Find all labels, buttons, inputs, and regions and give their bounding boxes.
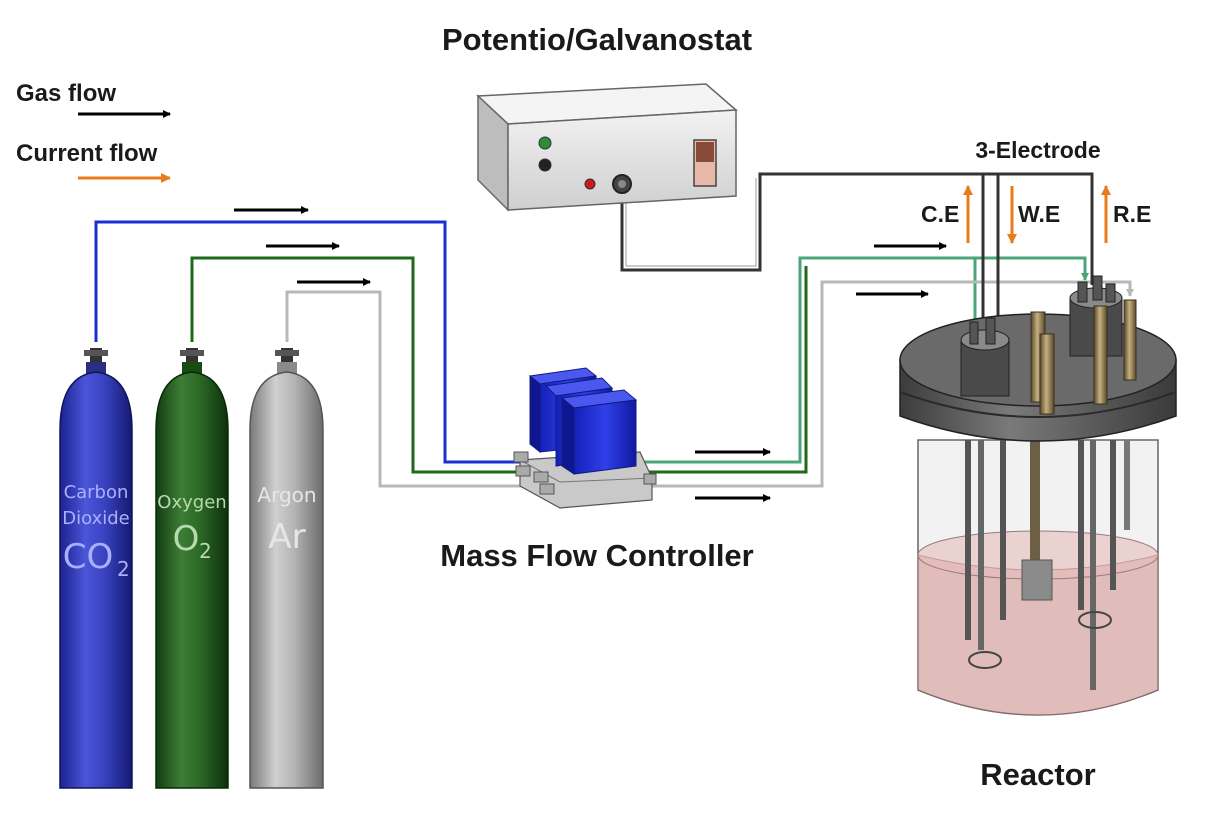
ar-formula: Ar bbox=[268, 517, 305, 557]
co2-name-line1: Carbon bbox=[64, 482, 129, 503]
o2-formula-subscript: 2 bbox=[199, 539, 212, 563]
co2-formula: CO bbox=[63, 537, 114, 577]
ar-cylinder: Argon Ar bbox=[249, 348, 324, 789]
mixed-gas-line-1 bbox=[640, 256, 977, 464]
o2-cylinder: Oxygen O 2 bbox=[155, 348, 229, 789]
o2-formula: O bbox=[173, 519, 200, 559]
legend-gas-flow-label: Gas flow bbox=[16, 80, 116, 107]
potentiostat-title: Potentio/Galvanostat bbox=[442, 22, 752, 57]
re-label: R.E bbox=[1113, 201, 1151, 227]
ce-label: C.E bbox=[921, 201, 959, 227]
o2-name: Oxygen bbox=[157, 492, 226, 513]
we-label: W.E bbox=[1018, 201, 1060, 227]
mixed-gas-line-2 bbox=[975, 256, 1089, 281]
three-electrode-label: 3-Electrode bbox=[975, 137, 1100, 163]
co2-gas-line bbox=[94, 220, 530, 464]
status-led-red bbox=[584, 178, 596, 190]
potentiostat-cable bbox=[620, 172, 1094, 285]
legend-current-flow-label: Current flow bbox=[16, 140, 158, 167]
o2-outlet-line bbox=[640, 266, 808, 474]
status-led-black bbox=[538, 158, 552, 172]
mass-flow-controller-title: Mass Flow Controller bbox=[440, 538, 753, 573]
co2-cylinder: Carbon Dioxide CO 2 bbox=[59, 348, 133, 789]
o2-gas-line bbox=[190, 256, 530, 474]
cable-highlight bbox=[625, 178, 757, 267]
status-led-green bbox=[538, 136, 552, 150]
mass-flow-controller-device bbox=[513, 367, 657, 509]
reactor-title: Reactor bbox=[980, 757, 1095, 792]
ar-outlet-line bbox=[640, 280, 1134, 488]
co2-formula-subscript: 2 bbox=[117, 557, 130, 581]
co2-name-line2: Dioxide bbox=[62, 508, 129, 529]
potentiostat-device bbox=[476, 83, 738, 212]
ar-gas-line bbox=[285, 290, 530, 488]
ar-name: Argon bbox=[257, 483, 316, 507]
legend: Gas flow Current flow bbox=[16, 80, 171, 183]
reactor-vessel bbox=[899, 275, 1177, 716]
